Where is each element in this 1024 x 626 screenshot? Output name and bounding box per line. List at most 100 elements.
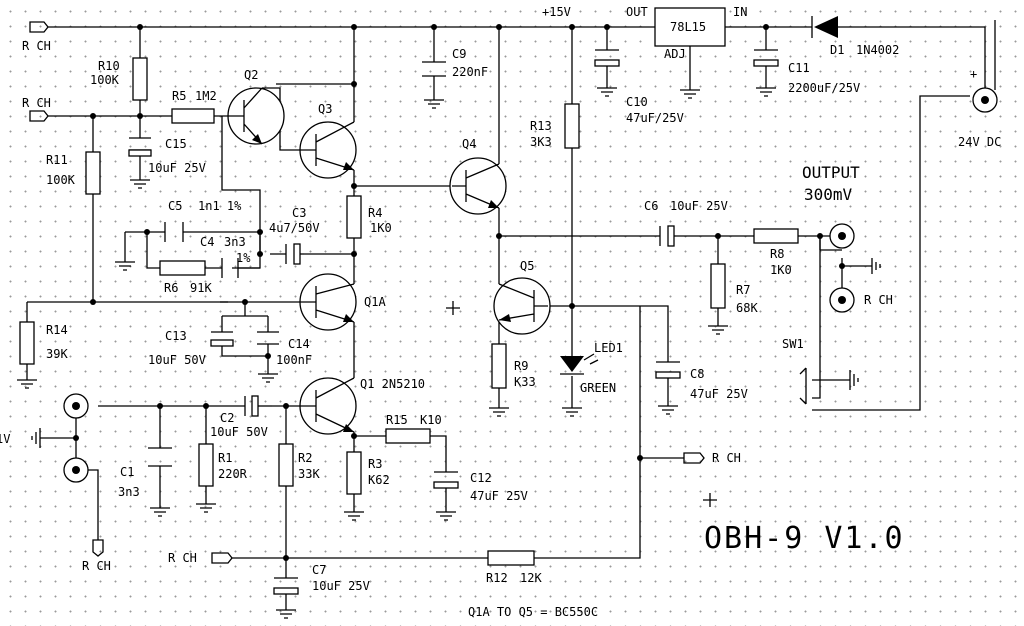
label-c5: C5 <box>168 199 182 213</box>
r2-body <box>278 443 294 487</box>
r4-body <box>346 195 362 239</box>
label-led: LED1 <box>594 341 623 355</box>
label-r7-val: 68K <box>736 301 758 315</box>
label-footer: Q1A TO Q5 = BC550C <box>468 605 598 619</box>
label-rch-c1: R CH <box>82 559 111 573</box>
r6-body <box>159 260 206 276</box>
output-jack-2 <box>829 287 855 313</box>
label-r4-val: 1K0 <box>370 221 392 235</box>
label-rch-c7: R CH <box>168 551 197 565</box>
label-reg: 78L15 <box>670 20 706 34</box>
label-r13-ref: R13 <box>530 119 552 133</box>
label-dc-in: 24V DC <box>958 135 1001 149</box>
label-d1-ref: D1 <box>830 43 844 57</box>
label-out: OUT <box>626 5 648 19</box>
r7-body <box>710 263 726 309</box>
label-c14-ref: C14 <box>288 337 310 351</box>
label-green: GREEN <box>580 381 616 395</box>
rch-arrow-5 <box>92 539 104 557</box>
labels: R CH R CH R10 100K R5 1M2 Q2 Q3 C15 10uF… <box>0 5 1001 619</box>
q2-symbol <box>227 87 285 145</box>
label-rch-in1: R CH <box>22 39 51 53</box>
resistors <box>19 57 799 566</box>
label-r1-val: 220R <box>218 467 248 481</box>
label-c10-ref: C10 <box>626 95 648 109</box>
r3-body <box>346 451 362 495</box>
capacitors <box>128 49 779 595</box>
label-r15-ref: R15 <box>386 413 408 427</box>
label-c12-val: 47uF 25V <box>470 489 528 503</box>
label-in: IN <box>733 5 747 19</box>
label-rch-in2: R CH <box>22 96 51 110</box>
input-jack-1 <box>63 393 89 419</box>
label-q4: Q4 <box>462 137 476 151</box>
label-c8-val: 47uF 25V <box>690 387 748 401</box>
r10-body <box>132 57 148 101</box>
r13-body <box>564 103 580 149</box>
label-r12-ref: R12 <box>486 571 508 585</box>
label-c11-ref: C11 <box>788 61 810 75</box>
label-r14-val: 39K <box>46 347 68 361</box>
d1-diode <box>811 16 838 38</box>
label-r8-ref: R8 <box>770 247 784 261</box>
label-r5-val: 1M2 <box>195 89 217 103</box>
label-r9-ref: R9 <box>514 359 528 373</box>
label-c3-val: 4u7/50V <box>269 221 320 235</box>
label-r12-val: 12K <box>520 571 542 585</box>
label-c12-ref: C12 <box>470 471 492 485</box>
label-r10-ref: R10 <box>98 59 120 73</box>
grounds <box>17 87 881 619</box>
input-jack-2 <box>63 457 89 483</box>
label-r15-val: K10 <box>420 413 442 427</box>
label-c13-val: 10uF 50V <box>148 353 206 367</box>
label-r8-val: 1K0 <box>770 263 792 277</box>
r8-body <box>753 228 799 244</box>
plus-mark-2 <box>703 493 717 507</box>
label-c6-ref: C6 <box>644 199 658 213</box>
r14-body <box>19 321 35 365</box>
label-c14-val: 100nF <box>276 353 312 367</box>
transistors <box>227 87 551 435</box>
q3-symbol <box>299 121 357 179</box>
dc-jack <box>972 87 998 113</box>
q1a-symbol <box>298 273 357 331</box>
label-q1: Q1 2N5210 <box>360 377 425 391</box>
misc-parts <box>29 7 998 564</box>
label-rch-out: R CH <box>864 293 893 307</box>
label-c11-val: 2200uF/25V <box>788 81 860 95</box>
label-c9-val: 220nF <box>452 65 488 79</box>
label-left-cut: 1V <box>0 432 10 446</box>
label-r2-val: 33K <box>298 467 320 481</box>
label-r11-ref: R11 <box>46 153 68 167</box>
label-c9-ref: C9 <box>452 47 466 61</box>
label-c4-val: 3n3 <box>224 235 246 249</box>
r5-body <box>171 108 215 124</box>
label-r4-ref: R4 <box>368 206 382 220</box>
label-c1-val: 3n3 <box>118 485 140 499</box>
label-output-level: 300mV <box>804 185 853 204</box>
r15-body <box>385 428 431 444</box>
q5-symbol <box>493 277 551 335</box>
label-q1a: Q1A <box>364 295 386 309</box>
label-v15: +15V <box>542 5 571 19</box>
label-output-title: OUTPUT <box>802 163 860 182</box>
label-c4-tol: 1% <box>236 251 251 265</box>
label-q3: Q3 <box>318 102 332 116</box>
label-r14-ref: R14 <box>46 323 68 337</box>
led1-symbol <box>560 353 599 375</box>
label-r11-val: 100K <box>46 173 76 187</box>
r12-body <box>487 550 535 566</box>
label-r3-val: K62 <box>368 473 390 487</box>
label-c3-ref: C3 <box>292 206 306 220</box>
label-r10-val: 100K <box>90 73 120 87</box>
label-c15-ref: C15 <box>165 137 187 151</box>
label-c10-val: 47uF/25V <box>626 111 684 125</box>
label-c1-ref: C1 <box>120 465 134 479</box>
label-adj: ADJ <box>664 47 686 61</box>
label-r1-ref: R1 <box>218 451 232 465</box>
label-r6-val: 91K <box>190 281 212 295</box>
sw1-switch <box>799 367 807 405</box>
label-r6-ref: R6 <box>164 281 178 295</box>
rch-arrow-4 <box>683 452 705 464</box>
label-c2-val: 10uF 50V <box>210 425 268 439</box>
